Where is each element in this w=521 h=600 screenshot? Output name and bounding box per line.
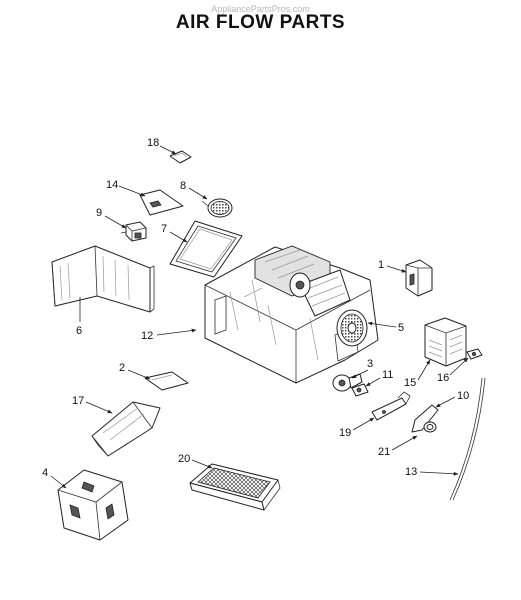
callout-2: 2 (119, 362, 151, 380)
part-17-vent-cover[interactable] (91, 401, 161, 457)
svg-text:21: 21 (378, 446, 390, 458)
svg-text:13: 13 (405, 466, 417, 478)
callout-21: 21 (378, 435, 418, 458)
svg-text:12: 12 (141, 330, 153, 342)
svg-text:5: 5 (398, 322, 404, 334)
svg-text:2: 2 (119, 362, 125, 374)
callout-6: 6 (76, 297, 82, 337)
callout-4: 4 (42, 467, 67, 489)
callout-19: 19 (339, 417, 375, 439)
svg-text:11: 11 (382, 369, 393, 381)
callout-17: 17 (72, 395, 113, 414)
part-2-damper-plate[interactable] (144, 371, 189, 391)
svg-text:9: 9 (96, 207, 102, 219)
svg-text:8: 8 (180, 180, 186, 192)
callout-13: 13 (405, 466, 459, 478)
part-10-bracket[interactable] (411, 404, 439, 433)
callout-16: 16 (437, 357, 469, 384)
part-15-transformer[interactable] (424, 317, 467, 367)
part-8-fan-motor[interactable] (201, 198, 233, 218)
part-13-rod[interactable] (449, 377, 486, 501)
part-12-air-duct-base[interactable] (204, 245, 379, 384)
part-1-bracket[interactable] (405, 259, 433, 297)
part-4-bracket-box[interactable] (57, 469, 129, 541)
part-16-clip[interactable] (466, 348, 483, 360)
callout-5: 5 (367, 321, 404, 334)
part-6-duct-panel[interactable] (51, 245, 155, 313)
callout-12: 12 (141, 328, 197, 342)
part-9-sensor[interactable] (120, 221, 147, 242)
svg-text:17: 17 (72, 395, 84, 407)
part-7-filter-frame[interactable] (169, 220, 243, 278)
callout-8: 8 (180, 180, 208, 200)
part-11-switch[interactable] (351, 383, 369, 397)
part-14-air-guide[interactable] (139, 189, 184, 216)
svg-text:1: 1 (378, 259, 384, 271)
svg-text:15: 15 (404, 377, 416, 389)
callout-10: 10 (435, 390, 469, 408)
callout-18: 18 (147, 137, 177, 155)
callout-11: 11 (365, 369, 393, 387)
svg-text:7: 7 (161, 223, 167, 235)
diagram-title: AIR FLOW PARTS (175, 12, 346, 33)
svg-text:14: 14 (106, 179, 118, 191)
callout-14: 14 (106, 179, 146, 197)
callout-15: 15 (404, 359, 431, 389)
callout-9: 9 (96, 207, 127, 229)
svg-text:19: 19 (339, 427, 351, 439)
callout-1: 1 (378, 259, 407, 273)
svg-text:20: 20 (178, 453, 190, 465)
part-5-blower-wheel[interactable] (336, 309, 368, 347)
watermark: AppliancePartsPros.com (211, 4, 310, 14)
callout-7: 7 (161, 223, 188, 243)
svg-text:18: 18 (147, 137, 159, 149)
callout-3: 3 (351, 358, 373, 379)
part-19-damper-arm[interactable] (371, 391, 411, 421)
svg-text:10: 10 (457, 390, 469, 402)
svg-text:6: 6 (76, 325, 82, 337)
svg-text:3: 3 (367, 358, 373, 370)
part-20-grille-tray[interactable] (189, 463, 281, 511)
svg-text:16: 16 (437, 372, 449, 384)
callout-20: 20 (178, 453, 213, 469)
svg-text:4: 4 (42, 467, 48, 479)
part-21-knob[interactable] (423, 421, 437, 433)
